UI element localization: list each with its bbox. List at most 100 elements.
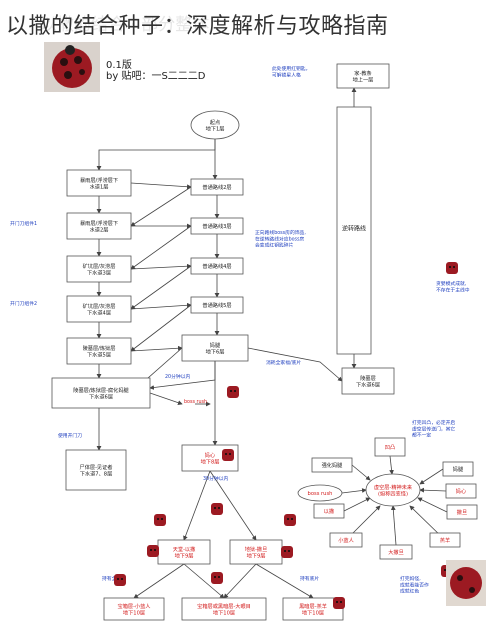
note-kill-all: 消耗全家福/底片 <box>266 359 301 366</box>
node-start-shape <box>190 110 240 140</box>
node-b4: 矿坑层/灰涝层下水道4层 <box>66 295 132 323</box>
node-void-label: 虚空层-精神未来(妲称四变怪) <box>374 483 413 498</box>
node-b6-label: 陵墓层/炼狱层-腐化妈腿下水道6层 <box>73 386 129 401</box>
edge-arrow <box>389 455 394 475</box>
node-r2: 普通路线2层 <box>190 178 244 196</box>
edge-arrow <box>130 225 192 270</box>
node-box-label: 宝箱层-小蓝人地下10层 <box>118 602 151 617</box>
node-r4-shape <box>190 257 244 275</box>
node-box-shape <box>103 597 165 621</box>
node-bluebaby-shape <box>329 532 363 548</box>
node-b1-shape <box>66 169 132 197</box>
node-delirium: 强化妈腿 <box>311 457 353 473</box>
node-b3: 矿坑层/灰涝层下水道3层 <box>66 255 132 283</box>
node-corpse-shape <box>65 449 127 491</box>
boss-sprite-icon <box>281 546 293 558</box>
node-heaven-label: 天堂-以撒地下9层 <box>173 545 196 560</box>
node-mom-label: 妈腿地下6层 <box>206 341 225 356</box>
node-void-shape <box>365 473 421 507</box>
node-lamb: 羔羊 <box>429 532 461 548</box>
node-hush: 凹凸 <box>374 437 406 457</box>
node-dark-label: 黑暗层-羔羊地下10层 <box>299 602 327 617</box>
node-hush-label: 凹凸 <box>385 444 395 451</box>
edge-arrow <box>130 345 183 352</box>
node-hell: 地狱-撒旦地下9层 <box>229 539 283 565</box>
node-b4-label: 矿坑层/灰涝层下水道4层 <box>83 302 116 317</box>
edge-arrow <box>351 464 371 481</box>
node-b5-label: 陵墓层/炼狱层下水道5层 <box>83 344 116 359</box>
node-mom-shape <box>181 334 249 362</box>
author-label: by 贴吧：一S二二二D <box>106 71 206 82</box>
edge-arrow <box>130 265 192 310</box>
node-megasatan: 大撒旦 <box>379 544 413 560</box>
edge-arrow <box>419 468 444 485</box>
node-reverse-shape <box>336 106 372 355</box>
node-home-label: 家-教条地上一层 <box>353 69 374 84</box>
node-b6: 陵墓层/炼狱层-腐化妈腿下水道6层 <box>51 377 151 409</box>
node-bluebaby-label: 小蓝人 <box>338 536 354 544</box>
note-hush-note: 打完凹凸，必定开启虚空层传送门，其它都不一定 <box>412 419 455 439</box>
note-bossrush: boss rush <box>184 399 207 405</box>
edge-arrow <box>130 304 192 352</box>
edge-arrow <box>96 139 216 171</box>
boss-sprite-icon <box>147 545 159 557</box>
boss-sprite-icon <box>227 386 239 398</box>
node-r5-shape <box>190 296 244 314</box>
edge-arrow <box>247 347 343 382</box>
node-b2-label: 暴雨层/浮涝层下水道2层 <box>80 219 118 234</box>
node-bossrush2-label: boss rush <box>308 491 333 497</box>
node-b2-shape <box>66 212 132 240</box>
node-dark: 黑暗层-羔羊地下10层 <box>282 597 344 621</box>
edge-arrow <box>130 186 192 227</box>
node-momheart-label: 妈腿 <box>453 465 464 473</box>
node-satan-shape <box>446 504 478 520</box>
node-r3-label: 普通路线3层 <box>202 222 231 230</box>
node-r4: 普通路线4层 <box>190 257 244 275</box>
node-satan-label: 撒旦 <box>457 508 467 516</box>
note-greed: 贪婪模式成就,不存在于主线中 <box>436 280 470 293</box>
node-r3: 普通路线3层 <box>190 217 244 235</box>
node-lamb-label: 羔羊 <box>440 536 450 544</box>
node-mom: 妈腿地下6层 <box>181 334 249 362</box>
node-mom2-label: 妈心 <box>456 487 466 495</box>
node-megasatan-shape <box>379 544 413 560</box>
node-isaac-shape <box>313 503 345 519</box>
node-mom2-shape <box>445 483 477 499</box>
note-negative: 持有底片 <box>300 575 319 582</box>
node-b7-shape <box>341 367 395 395</box>
note-boss-note: 正向路线boss房的饰品,在逆转路线对应boss房会变成红钥匙碎片 <box>255 229 306 249</box>
edge-arrow <box>255 563 314 599</box>
node-delirium-shape <box>311 457 353 473</box>
node-bluebaby: 小蓝人 <box>329 532 363 548</box>
node-momheart-shape <box>442 461 474 477</box>
node-heart-label: 妈心地下8层 <box>201 451 220 466</box>
node-satan: 撒旦 <box>446 504 478 520</box>
edge-arrow <box>419 487 447 493</box>
node-momheart: 妈腿 <box>442 461 474 477</box>
node-chest-shape <box>181 597 267 621</box>
node-delirium-label: 强化妈腿 <box>322 461 344 469</box>
node-b1-label: 暴雨层/浮涝层下水道1层 <box>80 176 118 191</box>
node-reverse-label: 逆转路线 <box>342 225 366 233</box>
version-label: 0.1版 <box>106 60 132 71</box>
node-home-shape <box>336 63 390 89</box>
node-r5: 普通路线5层 <box>190 296 244 314</box>
edge-arrow <box>183 470 211 541</box>
node-r2-shape <box>190 178 244 196</box>
node-b1: 暴雨层/浮涝层下水道1层 <box>66 169 132 197</box>
node-box: 宝箱层-小蓝人地下10层 <box>103 597 165 621</box>
node-mom2: 妈心 <box>445 483 477 499</box>
avatar <box>44 42 100 92</box>
bottom-right-sprite-icon <box>446 560 486 606</box>
node-lamb-shape <box>429 532 461 548</box>
node-corpse-label: 尸体层-见证者下水道7、8层 <box>80 463 113 478</box>
boss-sprite-icon <box>211 572 223 584</box>
node-b5: 陵墓层/炼狱层下水道5层 <box>66 337 132 365</box>
node-r2-label: 普通路线2层 <box>202 183 231 191</box>
edge-arrow <box>417 497 448 513</box>
edge-arrow <box>343 497 371 512</box>
node-b7: 陵墓层下水道6层 <box>341 367 395 395</box>
node-chest: 宝箱层或黑暗层-大眼目地下10层 <box>181 597 267 621</box>
node-chest-label: 宝箱层或黑暗层-大眼目地下10层 <box>197 602 251 617</box>
node-heaven-shape <box>157 539 211 565</box>
